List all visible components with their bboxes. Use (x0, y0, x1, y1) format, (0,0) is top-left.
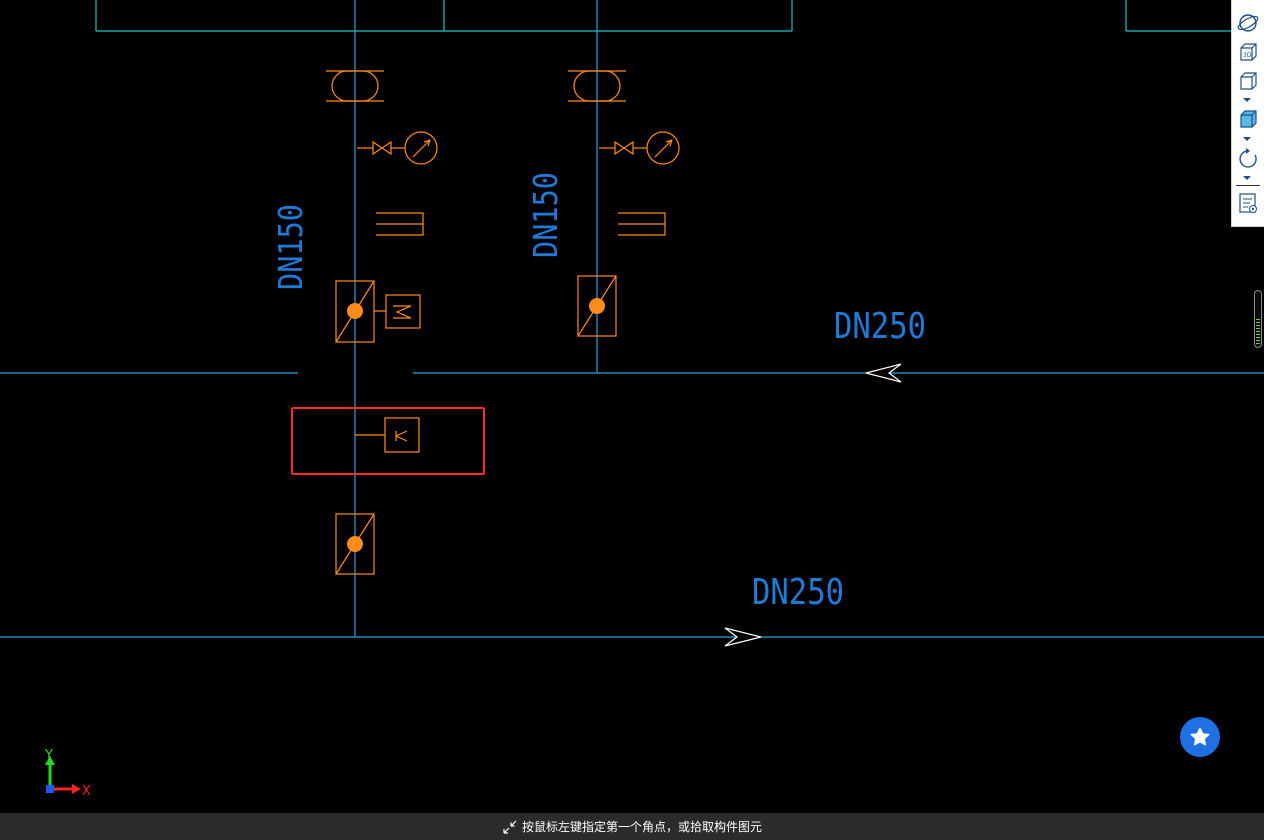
toolbar-separator (1236, 185, 1260, 186)
box-view-icon[interactable] (1236, 69, 1260, 93)
pipe-label-dn250-upper: DN250 (834, 306, 926, 347)
pipe-label-dn150-right: DN150 (526, 172, 565, 258)
selection-highlight[interactable] (291, 407, 485, 475)
flow-arrows (724, 363, 902, 647)
axis-x-label: X (82, 784, 91, 799)
favorite-button[interactable] (1180, 717, 1220, 757)
orange-dots (347, 298, 605, 552)
svg-text:3D: 3D (1243, 52, 1252, 59)
flow-arrow-right-icon (724, 627, 762, 647)
cad-drawing[interactable]: DN150 DN150 DN250 DN250 Y X (0, 0, 1264, 813)
rotate-icon[interactable] (1236, 146, 1260, 170)
rotate-dropdown-icon[interactable] (1243, 176, 1251, 180)
left-branch-components[interactable] (326, 70, 438, 575)
ucs-axes: Y X (44, 748, 91, 799)
axis-y-label: Y (44, 748, 53, 763)
command-prompt-text: 按鼠标左键指定第一个角点，或拾取构件图元 (521, 820, 762, 834)
shaded-box-icon[interactable] (1236, 107, 1260, 131)
pipe-label-dn150-left: DN150 (271, 204, 310, 290)
status-bar: 按鼠标左键指定第一个角点，或拾取构件图元 (0, 813, 1264, 840)
pipe-label-dn250-lower: DN250 (752, 572, 844, 613)
star-icon (1190, 727, 1210, 746)
shaded-box-dropdown-icon[interactable] (1243, 137, 1251, 141)
right-branch-components[interactable] (568, 70, 680, 337)
view-toolbar: 3D (1231, 0, 1264, 227)
drawing-canvas[interactable]: DN150 DN150 DN250 DN250 Y X (0, 0, 1264, 813)
3d-view-icon[interactable]: 3D (1236, 40, 1260, 64)
side-scrollbar[interactable] (1254, 290, 1262, 348)
pipe-labels: DN150 DN150 DN250 DN250 (271, 172, 926, 613)
pipe-lines[interactable] (0, 0, 1264, 638)
side-scrollbar-thumb[interactable] (1256, 319, 1260, 345)
layer-properties-icon[interactable] (1236, 191, 1260, 215)
flow-arrow-left-icon (865, 363, 902, 383)
orbit-icon[interactable] (1236, 11, 1260, 35)
box-view-dropdown-icon[interactable] (1243, 98, 1251, 102)
select-window-icon (503, 820, 517, 834)
top-frame-lines (95, 0, 1231, 32)
